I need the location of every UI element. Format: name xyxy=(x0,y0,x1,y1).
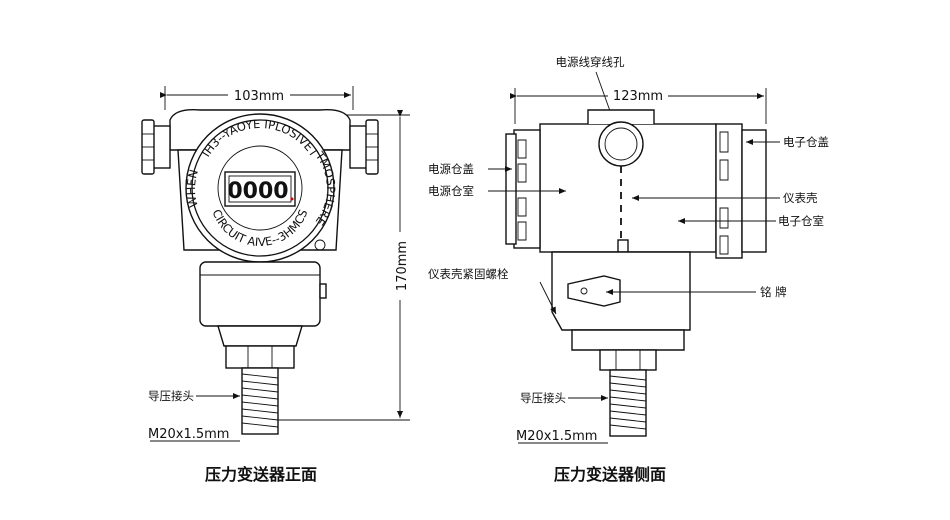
side-pressure-joint xyxy=(609,369,647,437)
lcd-display-value: 0000 xyxy=(227,179,288,204)
front-hex-nut xyxy=(225,345,295,369)
front-width-dimension: 103mm xyxy=(160,86,354,110)
side-electronics-cover xyxy=(715,123,767,259)
label-power-chamber: 电源仓室 xyxy=(428,184,474,198)
side-width-label: 123mm xyxy=(613,89,663,104)
front-width-label: 103mm xyxy=(234,89,284,104)
front-label-thread: M20x1.5mm xyxy=(148,427,229,442)
lcd-display xyxy=(224,171,296,207)
front-pressure-joint xyxy=(241,367,279,435)
side-hex-nut xyxy=(599,349,657,371)
side-neck xyxy=(571,329,685,351)
side-cable-boss xyxy=(587,109,655,124)
front-caption: 压力变送器正面 xyxy=(205,465,317,484)
front-neck xyxy=(217,325,303,347)
label-nameplate: 铭 牌 xyxy=(760,285,787,299)
front-right-fitting xyxy=(349,119,379,175)
side-view: 123mm 电源线穿线孔 xyxy=(428,55,829,484)
side-cable-entry xyxy=(598,121,644,167)
side-caption: 压力变送器侧面 xyxy=(554,465,666,484)
side-power-cover xyxy=(505,129,541,249)
front-ground-screw xyxy=(314,239,326,251)
label-electronics-cover: 电子仓盖 xyxy=(783,135,829,149)
label-fastening-bolt: 仪表壳紧固螺栓 xyxy=(428,267,509,281)
label-electronics-chamber: 电子仓室 xyxy=(778,214,824,228)
front-sensor-module xyxy=(199,261,321,327)
side-width-dimension: 123mm xyxy=(510,88,767,124)
label-power-cover: 电源仓盖 xyxy=(428,162,474,176)
side-nameplate xyxy=(567,275,621,307)
front-window-ring xyxy=(217,145,303,231)
label-cable-hole: 电源线穿线孔 xyxy=(556,55,625,69)
side-label-pressure-joint: 导压接头 xyxy=(520,391,566,405)
front-cover-ring xyxy=(191,119,329,257)
front-height-dimension: 170mm xyxy=(278,110,410,421)
front-view: 103mm 170mm xyxy=(141,86,410,484)
front-label-pressure-joint: 导压接头 xyxy=(148,389,194,403)
label-housing: 仪表壳 xyxy=(783,191,818,205)
front-height-label: 170mm xyxy=(395,241,410,291)
side-label-thread: M20x1.5mm xyxy=(516,429,597,444)
front-left-fitting xyxy=(141,119,171,175)
